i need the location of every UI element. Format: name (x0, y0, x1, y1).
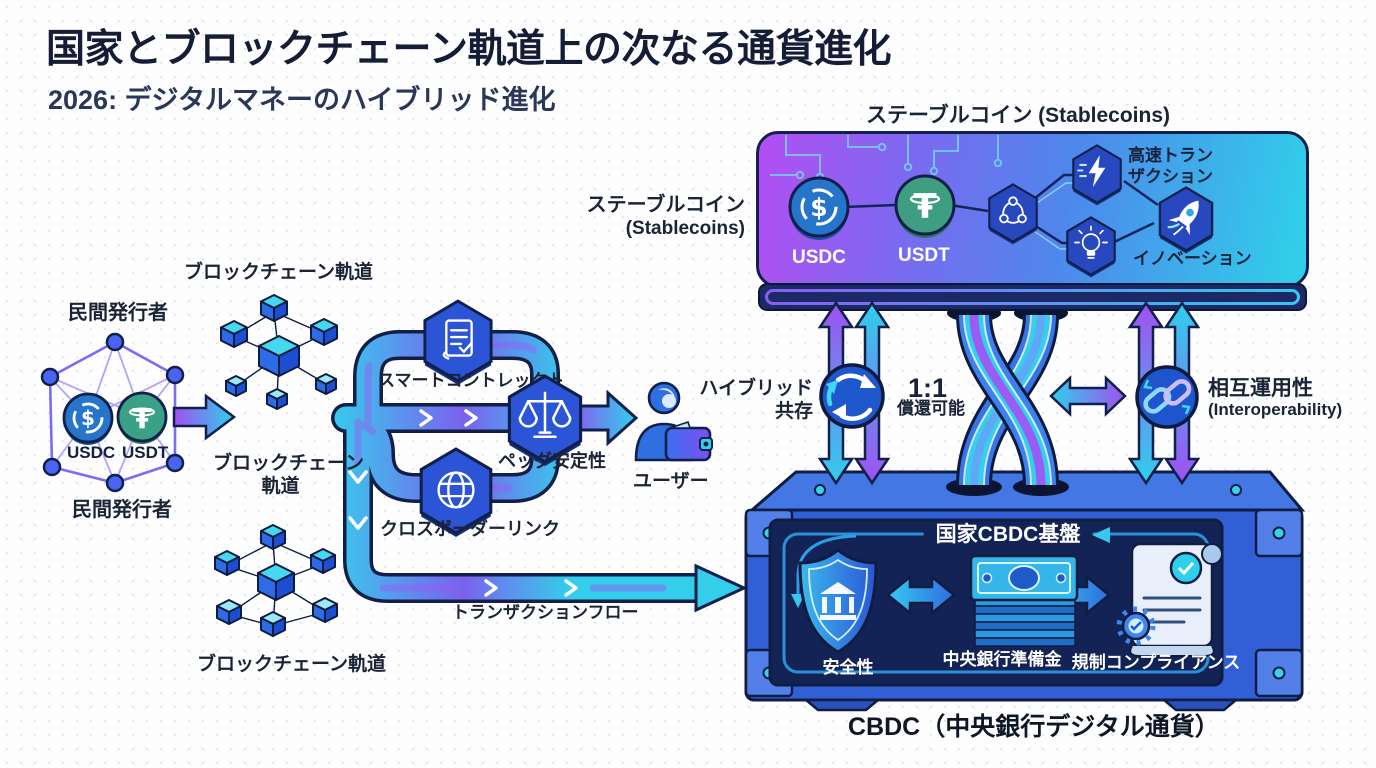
smart-contract-icon (423, 299, 493, 385)
cbdc-security-label: 安全性 (822, 658, 874, 677)
orbit-bottom-label: ブロックチェーン軌道 (197, 654, 387, 675)
stablecoin-rail-bar (758, 283, 1307, 311)
tx-flow-label: トランザクションフロー (452, 603, 639, 622)
blockchain-cubes-top (220, 294, 338, 410)
interop-horizontal-arrow (1049, 375, 1127, 417)
cross-border-icon (419, 447, 493, 538)
cbdc-compliance-label: 規制コンプライアンス (1071, 653, 1241, 672)
usdc-coin-icon: $ (62, 392, 114, 445)
blockchain-cubes-bottom (214, 524, 338, 637)
svg-text:Ŧ: Ŧ (913, 187, 937, 227)
cross-border-label: クロスボーダーリンク (380, 519, 560, 539)
innovation-bulb-icon (1066, 216, 1116, 278)
redeemable-label: 償還可能 (897, 399, 965, 418)
peg-stability-icon (507, 374, 583, 467)
page-title: 国家とブロックチェーン軌道上の次なる通貨進化 (46, 28, 892, 71)
rocket-icon (1158, 186, 1214, 254)
svg-text:$: $ (81, 406, 95, 430)
wallet-icon (664, 420, 713, 462)
svg-text:$: $ (810, 193, 827, 222)
cbdc-reserves-label: 中央銀行準備金 (942, 650, 1062, 669)
innovation-label: イノベーション (1133, 249, 1252, 268)
cbdc-panel-title: 国家CBDC基盤 (923, 522, 1093, 548)
interop-en-label: (Interoperability) (1208, 400, 1343, 419)
network-nodes (40, 332, 185, 493)
hybrid-label: ハイブリッド共存 (699, 378, 813, 423)
usdt-label-left: USDT (122, 443, 169, 462)
flow-pipes (331, 330, 748, 613)
share-network-icon (988, 183, 1038, 245)
orbit-top-label: ブロックチェーン軌道 (184, 262, 374, 283)
tx-flow-arrowhead (694, 563, 748, 613)
reserves-icon (969, 554, 1079, 647)
fast-transaction-icon (1072, 144, 1122, 206)
smart-contract-label: スマートコントレックト (378, 371, 565, 390)
security-shield-icon (798, 548, 878, 654)
cbdc-caption: CBDC（中央銀行デジタル通貨） (848, 713, 1220, 741)
svg-text:Ŧ: Ŧ (132, 402, 151, 435)
usdt-coin-icon: Ŧ (116, 391, 168, 444)
user-label: ユーザー (633, 471, 709, 492)
hybrid-cycle-icon (819, 363, 885, 429)
compliance-icon (1116, 542, 1223, 657)
ratio-label: 1:1 (908, 373, 948, 403)
interop-chain-icon (1135, 365, 1199, 429)
usdt-label-panel: USDT (898, 245, 950, 266)
interop-jp-label: 相互運用性 (1208, 377, 1313, 400)
usdc-label-panel: USDC (792, 247, 846, 268)
cbdc-arrow-1 (886, 574, 956, 616)
peg-stability-label: ペッグ安定性 (498, 451, 606, 471)
stablecoin-panel-title: ステーブルコイン (Stablecoins) (866, 104, 1171, 127)
stablecoin-side-label: ステーブルコイン(Stablecoins) (586, 194, 745, 240)
usdc-label-left: USDC (67, 443, 116, 462)
issuer-top-label: 民間発行者 (68, 302, 168, 324)
cbdc-crate (744, 470, 1306, 712)
fast-tx-label: 高速トランザクション (1128, 146, 1213, 186)
issuer-to-chain-arrow (172, 393, 237, 441)
issuer-bottom-label: 民間発行者 (72, 499, 172, 521)
usdc-coin-panel: $ (788, 176, 850, 240)
stablecoin-panel-wiring (770, 135, 1159, 250)
usdt-coin-panel: Ŧ (894, 174, 956, 238)
user-icon (634, 381, 713, 462)
page-subtitle: 2026: デジタルマネーのハイブリッド進化 (48, 85, 556, 115)
orbit-mid-label: ブロックチェーン軌道 (213, 453, 365, 498)
bank-icon (820, 582, 856, 620)
issuer-network: $ Ŧ (40, 332, 185, 493)
